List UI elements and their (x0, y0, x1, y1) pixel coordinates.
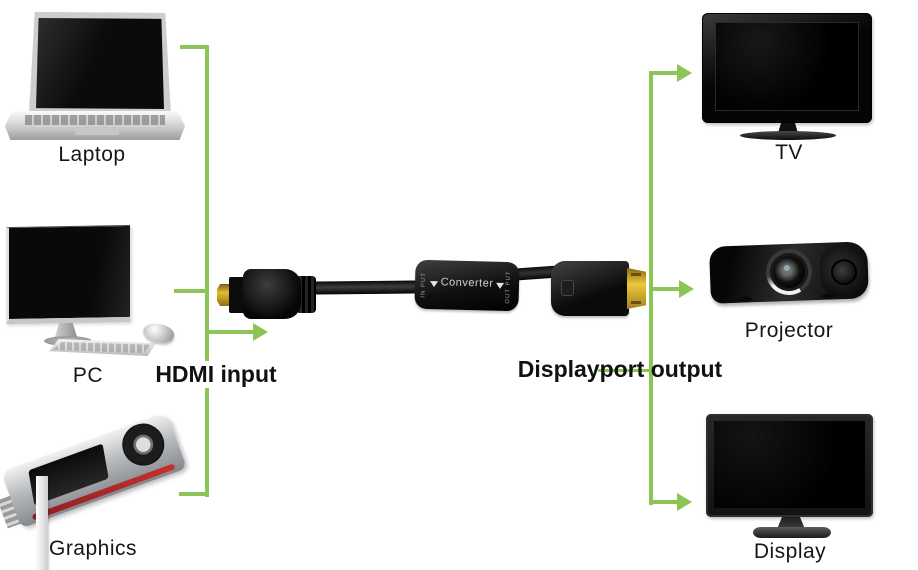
laptop-base (5, 111, 185, 140)
displayport-output-caption: Displayport output (517, 356, 723, 382)
projector-foot (821, 293, 835, 299)
graphics-card-image (0, 411, 205, 570)
hdmi-arrow-line (205, 330, 255, 334)
pc-label: PC (72, 364, 104, 387)
laptop-trackpad (75, 127, 119, 135)
display-arrow-line (651, 500, 679, 504)
hdmi-arrowhead-icon (253, 323, 268, 341)
converter-output-marker: OUT PUT (504, 269, 512, 304)
tv-image (698, 8, 878, 140)
output-caption-tick-line (598, 369, 653, 372)
converter-box: IN PUT Converter OUT PUT (414, 259, 520, 312)
tv-stand (778, 123, 798, 133)
projector-label: Projector (744, 319, 834, 342)
displayport-logo-icon (561, 280, 574, 296)
graphics-card-fan (116, 417, 170, 472)
projector-lens (769, 252, 809, 292)
display-bezel (706, 414, 873, 517)
pc-mouse (141, 320, 176, 346)
displayport-plug-icon (627, 268, 646, 309)
display-base (753, 527, 831, 538)
hdmi-plug-neck (229, 277, 246, 313)
displayport-plug-body (551, 261, 629, 316)
tv-label: TV (775, 141, 803, 164)
laptop-label: Laptop (58, 143, 126, 166)
laptop-screen (29, 12, 171, 117)
projector-body (709, 241, 869, 304)
graphics-card-bracket (36, 476, 48, 570)
pc-branch-line (174, 289, 207, 293)
hdmi-input-caption: HDMI input (152, 361, 280, 388)
converter-output-triangle-icon (495, 282, 505, 289)
pc-monitor-screen (6, 224, 130, 325)
pc-keyboard (49, 339, 156, 356)
display-stand (777, 517, 805, 529)
tv-base (740, 131, 836, 140)
input-trunk-line (205, 45, 209, 497)
display-screen (714, 421, 865, 508)
projector-lens-glint (783, 264, 790, 272)
tv-bezel (702, 13, 872, 123)
displayport-pin (631, 301, 641, 304)
projector-arrowhead-icon (679, 280, 694, 298)
hdmi-plug-icon (217, 284, 231, 306)
hdmi-strain-relief (296, 276, 316, 313)
laptop-branch-line (180, 45, 209, 49)
input-cable (309, 280, 421, 295)
display-image (700, 408, 880, 548)
graphics-branch-line (179, 492, 209, 496)
projector-lens-ring (765, 248, 813, 296)
pc-image (2, 222, 182, 362)
graphics-label: Graphics (48, 537, 138, 560)
projector-foot (738, 296, 752, 302)
display-label: Display (753, 540, 827, 563)
hdmi-plug-body (243, 269, 301, 319)
pc-keyboard-keys (53, 342, 151, 353)
laptop-screen-panel (36, 18, 164, 109)
laptop-keyboard (25, 115, 165, 125)
graphics-card-body (1, 411, 187, 529)
pc-monitor-stand (54, 323, 78, 340)
displayport-pin (631, 273, 641, 276)
projector-arrow-line (651, 287, 681, 291)
projector-image (706, 236, 874, 308)
tv-screen (715, 22, 859, 111)
tv-arrow-line (651, 71, 679, 75)
tv-arrowhead-icon (677, 64, 692, 82)
display-arrowhead-icon (677, 493, 692, 511)
laptop-image (5, 8, 185, 140)
